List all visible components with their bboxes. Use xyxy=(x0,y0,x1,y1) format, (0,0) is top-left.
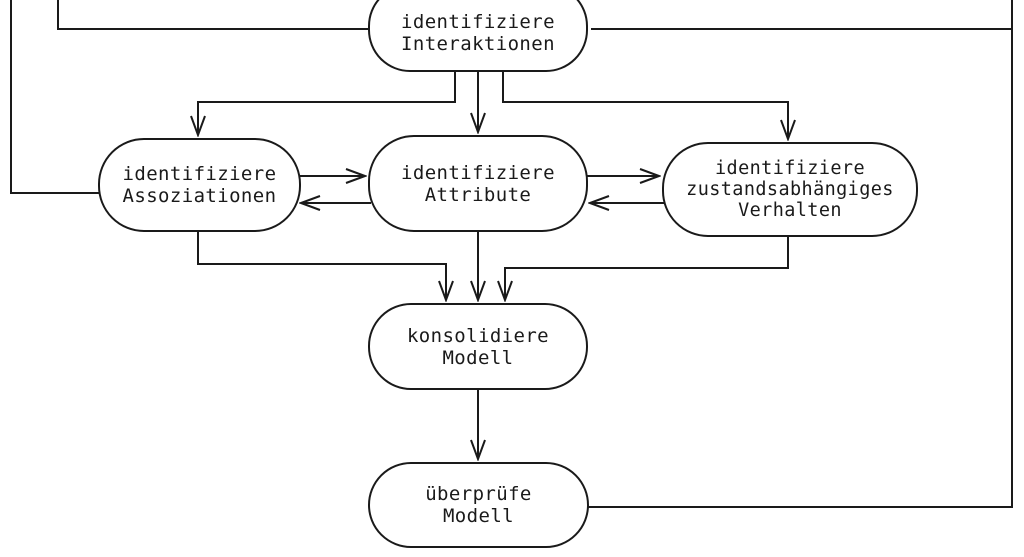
node-label-line: identifiziere xyxy=(401,161,555,184)
node-label-line: überprüfe xyxy=(425,483,532,505)
edge-ueberpruefe-feedback-to-interaktionen xyxy=(586,0,1013,508)
node-label-line: identifiziere xyxy=(715,158,865,179)
node-identifiziere-zustandsabhaengiges-verhalten: identifiziere zustandsabhängiges Verhalt… xyxy=(662,142,918,237)
node-identifiziere-assoziationen: identifiziere Assoziationen xyxy=(98,138,301,232)
node-label-line: Modell xyxy=(442,505,515,527)
node-identifiziere-attribute: identifiziere Attribute xyxy=(368,135,588,232)
edge-interaktionen-to-assoziationen xyxy=(198,72,456,135)
edge-assoziationen-to-konsolidiere xyxy=(197,232,446,300)
node-label-line: zustandsabhängiges xyxy=(686,179,894,200)
node-label-line: konsolidiere xyxy=(406,324,550,347)
node-label-line: Assoziationen xyxy=(122,185,277,207)
node-label-line: identifiziere xyxy=(122,163,277,185)
node-label-line: Attribute xyxy=(424,183,532,206)
node-label-line: Modell xyxy=(442,346,514,369)
node-label-line: Verhalten xyxy=(738,200,842,221)
node-label-line: Interaktionen xyxy=(401,33,555,55)
node-identifiziere-interaktionen: identifiziere Interaktionen xyxy=(368,0,588,72)
edge-offscreen-to-interaktionen xyxy=(57,0,371,30)
edge-interaktionen-to-zustand xyxy=(502,72,788,139)
node-konsolidiere-modell: konsolidiere Modell xyxy=(368,303,588,390)
edge-zustand-to-konsolidiere xyxy=(505,237,789,300)
node-label-line: identifiziere xyxy=(401,11,555,33)
edge-offscreen-to-assoziationen xyxy=(10,0,100,194)
node-ueberpruefe-modell: überprüfe Modell xyxy=(368,462,589,548)
